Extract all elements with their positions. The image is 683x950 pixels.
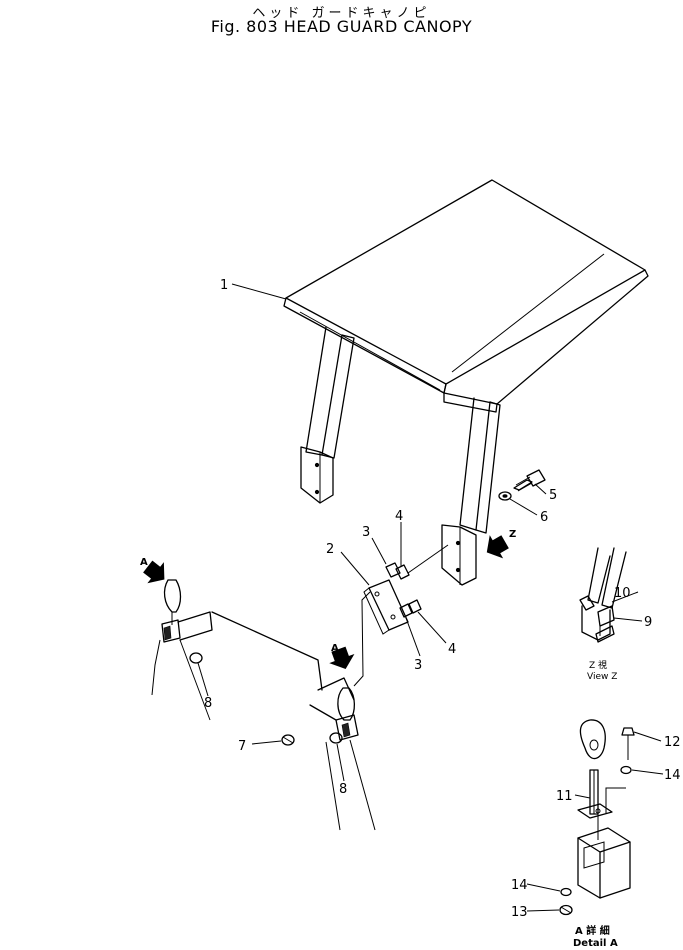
canopy-rear-post bbox=[441, 397, 501, 586]
view-z-detail bbox=[579, 547, 627, 643]
caption-view-z-en: View Z bbox=[587, 672, 617, 682]
detail-a-assembly bbox=[559, 719, 635, 916]
callout-4-lower: 4 bbox=[448, 642, 456, 657]
leader-lines bbox=[197, 283, 664, 912]
bolt-part-5 bbox=[513, 469, 546, 492]
callout-8-left: 8 bbox=[204, 696, 212, 711]
callout-12: 12 bbox=[664, 735, 681, 750]
callout-2: 2 bbox=[326, 542, 334, 557]
shim-part-4-lower bbox=[408, 599, 422, 614]
arrow-label-a-left: A bbox=[140, 557, 148, 568]
callout-10: 10 bbox=[614, 586, 631, 601]
caption-detail-a-jp: A 詳 細 bbox=[575, 924, 610, 937]
callout-14-upper: 14 bbox=[664, 768, 681, 783]
assembly-leader-upper bbox=[407, 544, 449, 574]
callout-14-lower: 14 bbox=[511, 878, 528, 893]
callout-6: 6 bbox=[540, 510, 548, 525]
shim-part-3-lower bbox=[399, 603, 413, 618]
callout-11: 11 bbox=[556, 789, 573, 804]
shim-part-3-upper bbox=[385, 562, 401, 578]
washer-part-6 bbox=[498, 491, 512, 501]
callout-9: 9 bbox=[644, 615, 652, 630]
title-japanese: ヘッド ガードキャノピ bbox=[252, 6, 431, 21]
callout-5: 5 bbox=[549, 488, 557, 503]
callout-3-lower: 3 bbox=[414, 658, 422, 673]
figure-title: Fig. 803 HEAD GUARD CANOPY bbox=[210, 17, 473, 36]
canopy-roof bbox=[283, 179, 649, 413]
caption-detail-a-en: Detail A bbox=[573, 938, 618, 949]
callout-4-upper: 4 bbox=[395, 509, 403, 524]
callout-3-upper: 3 bbox=[362, 525, 370, 540]
shim-part-4-upper bbox=[395, 564, 410, 580]
callout-1: 1 bbox=[220, 278, 228, 293]
arrow-a-center-icon bbox=[329, 646, 355, 670]
callout-13: 13 bbox=[511, 905, 528, 920]
nut-part-7 bbox=[281, 734, 295, 746]
callout-7: 7 bbox=[238, 739, 246, 754]
caption-view-z-jp: Z 視 bbox=[589, 659, 607, 671]
canopy-front-post bbox=[300, 326, 355, 504]
arrow-z-icon bbox=[486, 535, 509, 559]
arrow-label-a-center: A bbox=[331, 643, 339, 654]
arrow-label-z: Z bbox=[509, 529, 516, 540]
callout-8-center: 8 bbox=[339, 782, 347, 797]
left-latch-assembly bbox=[151, 579, 323, 721]
center-latch-assembly bbox=[309, 591, 376, 831]
arrow-a-left-icon bbox=[143, 560, 165, 584]
